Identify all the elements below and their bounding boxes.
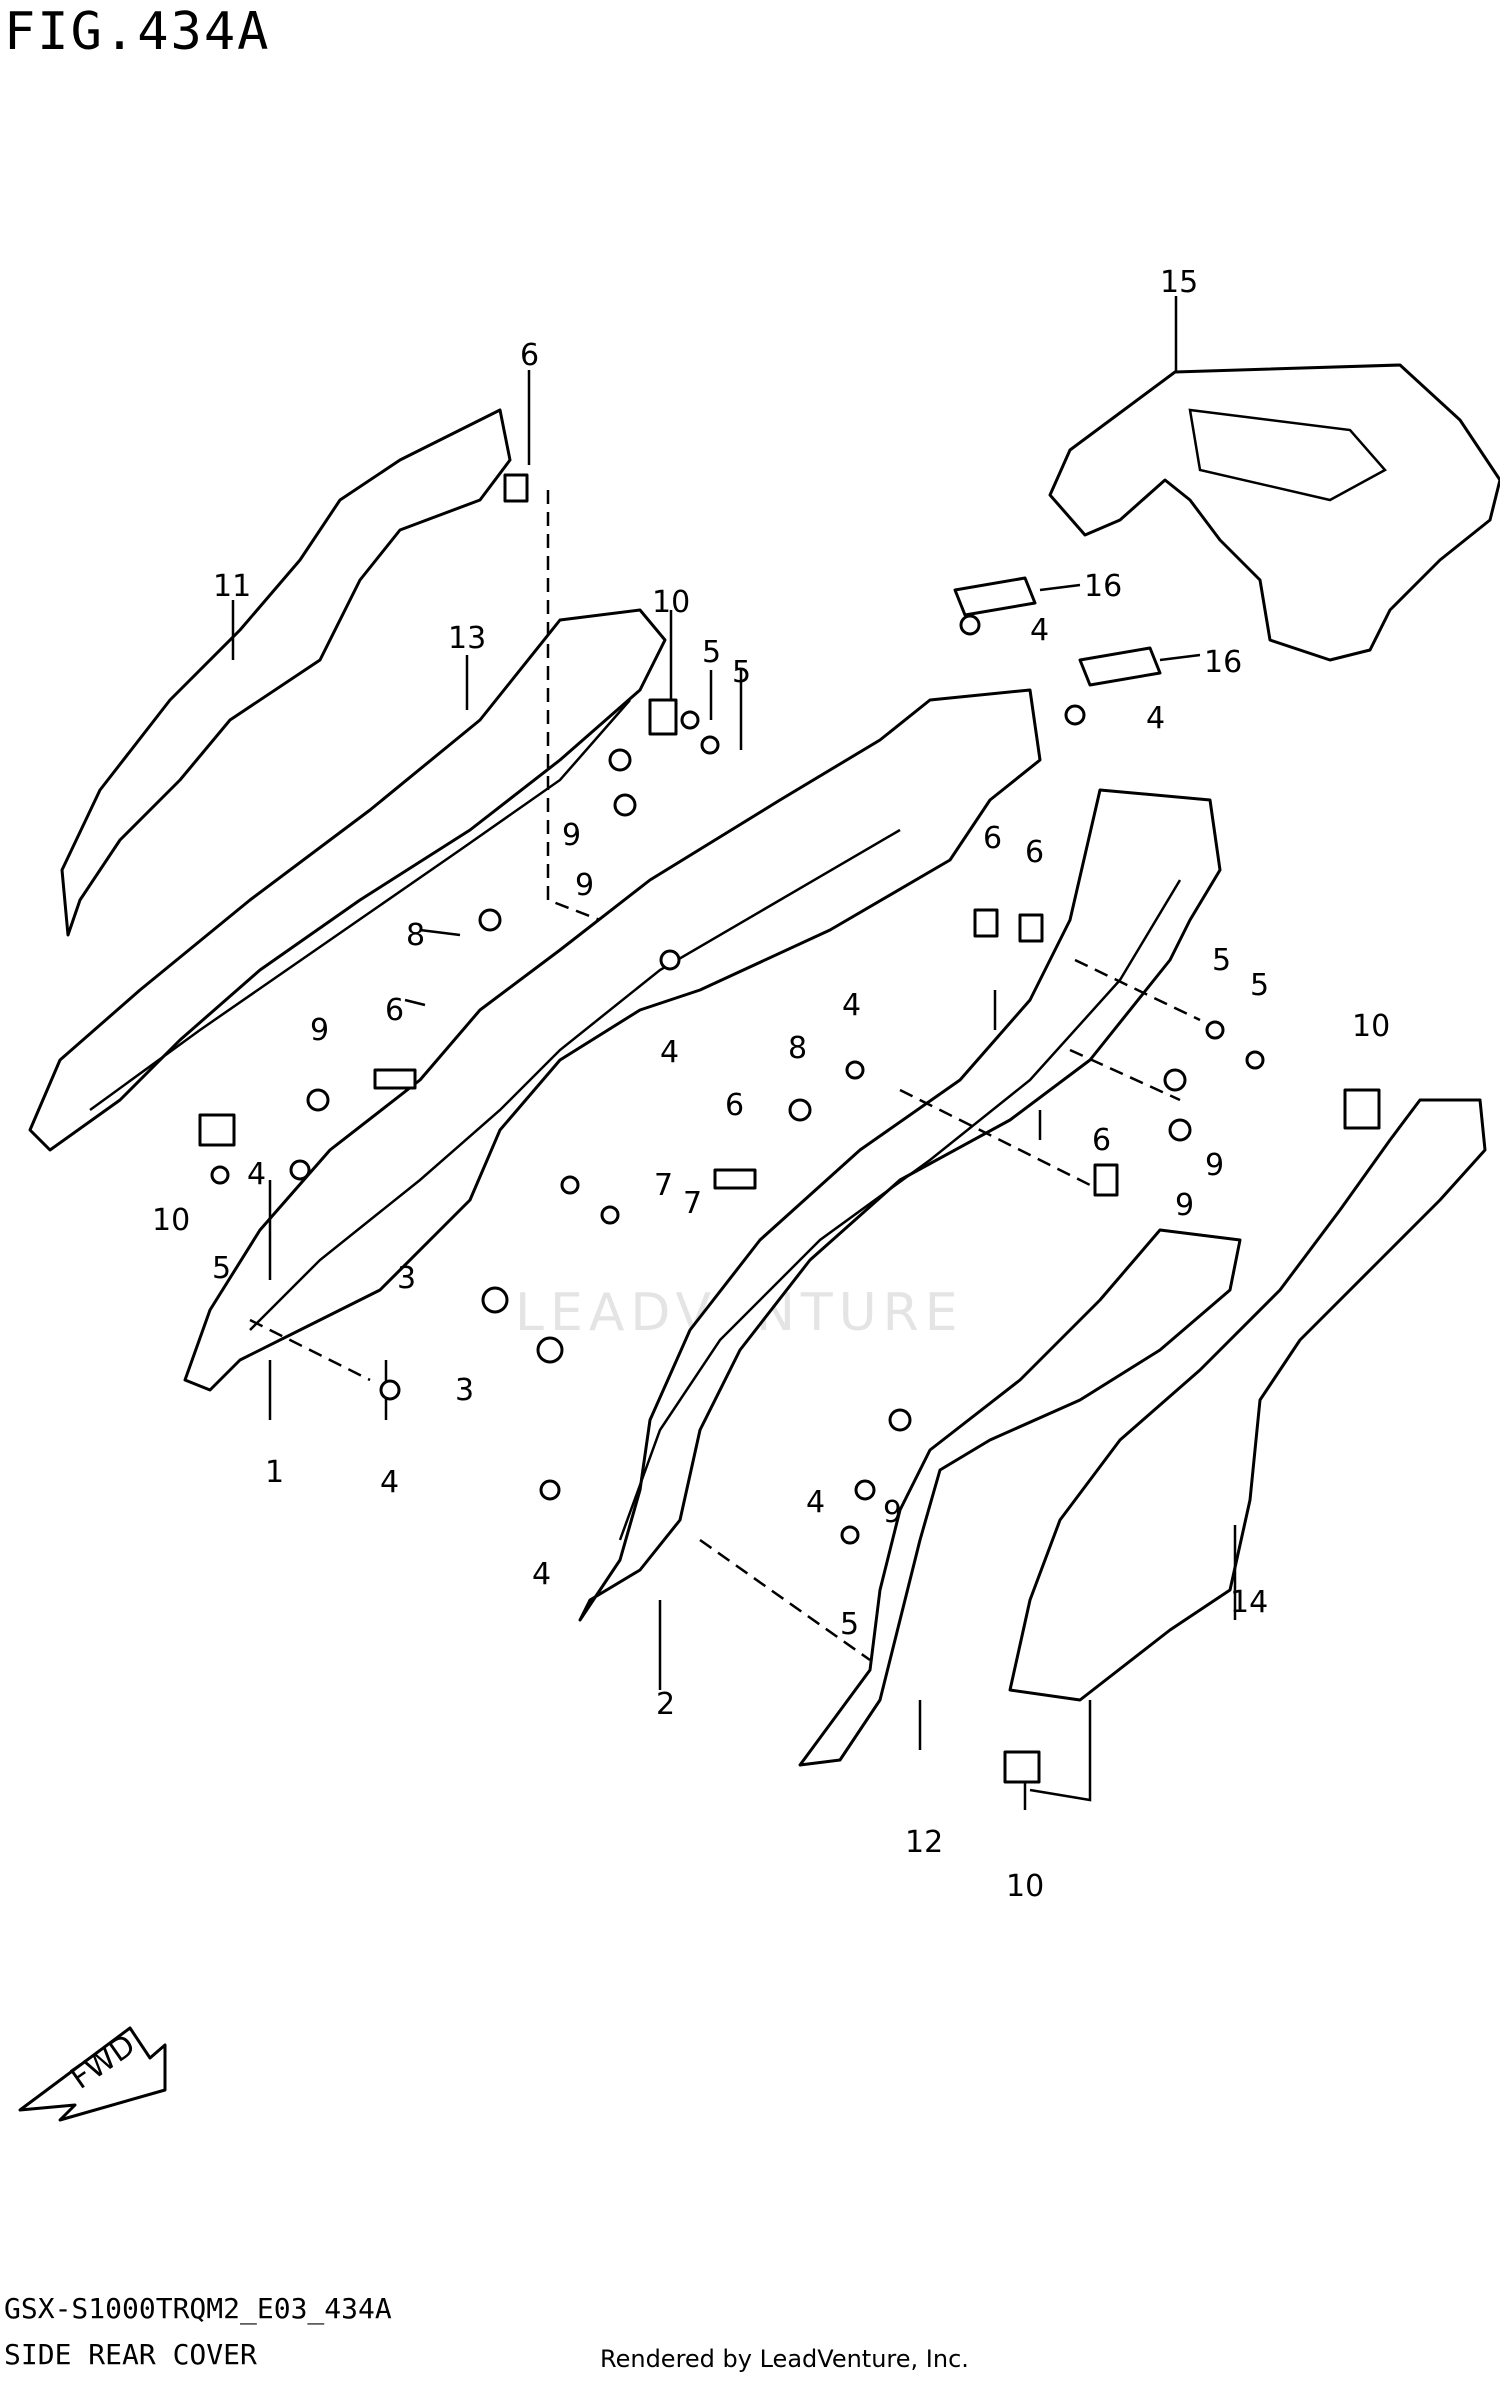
bolt-5-right-a bbox=[1205, 1020, 1225, 1040]
callout-10: 10 bbox=[152, 1203, 190, 1238]
callout-9: 9 bbox=[310, 1013, 329, 1048]
bolt-5-a bbox=[680, 710, 700, 730]
cushion-lower bbox=[1078, 646, 1162, 687]
clip-10-bottom bbox=[1003, 1750, 1041, 1784]
screw-4-top bbox=[959, 614, 981, 636]
callout-10: 10 bbox=[1006, 1869, 1044, 1904]
callout-4: 4 bbox=[1146, 701, 1165, 736]
nut-clip-6-top bbox=[503, 473, 529, 503]
callout-16: 16 bbox=[1204, 645, 1242, 680]
screw-4-bottom-left bbox=[379, 1379, 401, 1401]
bolt-9-a bbox=[608, 748, 632, 772]
grommet-3-a bbox=[481, 1286, 509, 1314]
clip-10-left bbox=[198, 1113, 236, 1147]
callout-10: 10 bbox=[652, 585, 690, 620]
callout-4: 4 bbox=[660, 1035, 679, 1070]
bolt-5-left bbox=[210, 1165, 230, 1185]
nut-clip-6-b bbox=[1018, 913, 1044, 943]
callout-1: 1 bbox=[265, 1455, 284, 1490]
callout-4: 4 bbox=[842, 988, 861, 1023]
callout-5: 5 bbox=[1212, 943, 1231, 978]
screw-4-bottom-far bbox=[539, 1479, 561, 1501]
screw-4-left bbox=[289, 1159, 311, 1181]
fastener-marks bbox=[198, 473, 1381, 1784]
callout-12: 12 bbox=[905, 1825, 943, 1860]
nut-clip-6-right bbox=[1093, 1163, 1119, 1197]
screw-4-right bbox=[845, 1060, 865, 1080]
cushion-upper bbox=[953, 576, 1037, 617]
callout-7: 7 bbox=[654, 1168, 673, 1203]
callout-2: 2 bbox=[656, 1687, 675, 1722]
bolt-9-right-a bbox=[1163, 1068, 1187, 1092]
bolt-5-right-b bbox=[1245, 1050, 1265, 1070]
callout-9: 9 bbox=[575, 868, 594, 903]
nut-clip-6-left bbox=[373, 1068, 417, 1090]
fwd-arrow-icon: FWD bbox=[18, 2026, 167, 2122]
rivet-8-right bbox=[788, 1098, 812, 1122]
callout-7: 7 bbox=[683, 1186, 702, 1221]
callout-6: 6 bbox=[520, 338, 539, 373]
callout-14: 14 bbox=[1230, 1585, 1268, 1620]
callout-8: 8 bbox=[788, 1031, 807, 1066]
callout-8: 8 bbox=[406, 918, 425, 953]
screw-7-b bbox=[600, 1205, 620, 1225]
callout-16: 16 bbox=[1084, 569, 1122, 604]
render-credit: Rendered by LeadVenture, Inc. bbox=[600, 2345, 969, 2373]
callout-9: 9 bbox=[1205, 1148, 1224, 1183]
callout-4: 4 bbox=[247, 1157, 266, 1192]
cover-right-frame-part bbox=[578, 788, 1222, 1622]
callout-15: 15 bbox=[1160, 265, 1198, 300]
bolt-9-bottom bbox=[888, 1408, 912, 1432]
side-cover-right-outer-part bbox=[1008, 1098, 1487, 1702]
callout-5: 5 bbox=[840, 1607, 859, 1642]
callout-6: 6 bbox=[1025, 835, 1044, 870]
screw-4-mid bbox=[659, 949, 681, 971]
callout-6: 6 bbox=[983, 821, 1002, 856]
callout-5: 5 bbox=[702, 635, 721, 670]
callout-4: 4 bbox=[806, 1485, 825, 1520]
callout-5: 5 bbox=[732, 655, 751, 690]
callout-5: 5 bbox=[212, 1251, 231, 1286]
bolt-9-b bbox=[613, 793, 637, 817]
callout-9: 9 bbox=[1175, 1188, 1194, 1223]
diagram-name: SIDE REAR COVER bbox=[4, 2338, 257, 2371]
callout-3: 3 bbox=[455, 1373, 474, 1408]
callout-6: 6 bbox=[725, 1088, 744, 1123]
bolt-5-b bbox=[700, 735, 720, 755]
callout-4: 4 bbox=[1030, 613, 1049, 648]
callout-10: 10 bbox=[1352, 1009, 1390, 1044]
callout-9: 9 bbox=[883, 1495, 902, 1530]
callout-4: 4 bbox=[380, 1465, 399, 1500]
screw-7-a bbox=[560, 1175, 580, 1195]
nut-clip-6-mid bbox=[713, 1168, 757, 1190]
callout-6: 6 bbox=[385, 993, 404, 1028]
diagram-code: GSX-S1000TRQM2_E03_434A bbox=[4, 2292, 392, 2325]
callout-3: 3 bbox=[397, 1261, 416, 1296]
figure-title: FIG.434A bbox=[4, 2, 271, 62]
rivet-8-left bbox=[478, 908, 502, 932]
callout-5: 5 bbox=[1250, 968, 1269, 1003]
side-cover-left-outer-part bbox=[60, 408, 512, 937]
callout-4: 4 bbox=[532, 1557, 551, 1592]
clip-10-top bbox=[648, 698, 678, 736]
cover-left-frame-part bbox=[183, 688, 1042, 1392]
screw-4-upper bbox=[1064, 704, 1086, 726]
callout-9: 9 bbox=[562, 818, 581, 853]
tail-cover-part bbox=[1048, 363, 1500, 662]
bolt-5-bottom bbox=[840, 1525, 860, 1545]
bolt-9-right-b bbox=[1168, 1118, 1192, 1142]
cover-strip-part bbox=[28, 608, 667, 1152]
bolt-9-left bbox=[306, 1088, 330, 1112]
grommet-3-b bbox=[536, 1336, 564, 1364]
side-cover-right-inner-part bbox=[798, 1228, 1242, 1767]
callout-13: 13 bbox=[448, 621, 486, 656]
callout-11: 11 bbox=[213, 569, 251, 604]
nut-clip-6-a bbox=[973, 908, 999, 938]
screw-4-bottom bbox=[854, 1479, 876, 1501]
callout-6: 6 bbox=[1092, 1123, 1111, 1158]
clip-10-right bbox=[1343, 1088, 1381, 1130]
